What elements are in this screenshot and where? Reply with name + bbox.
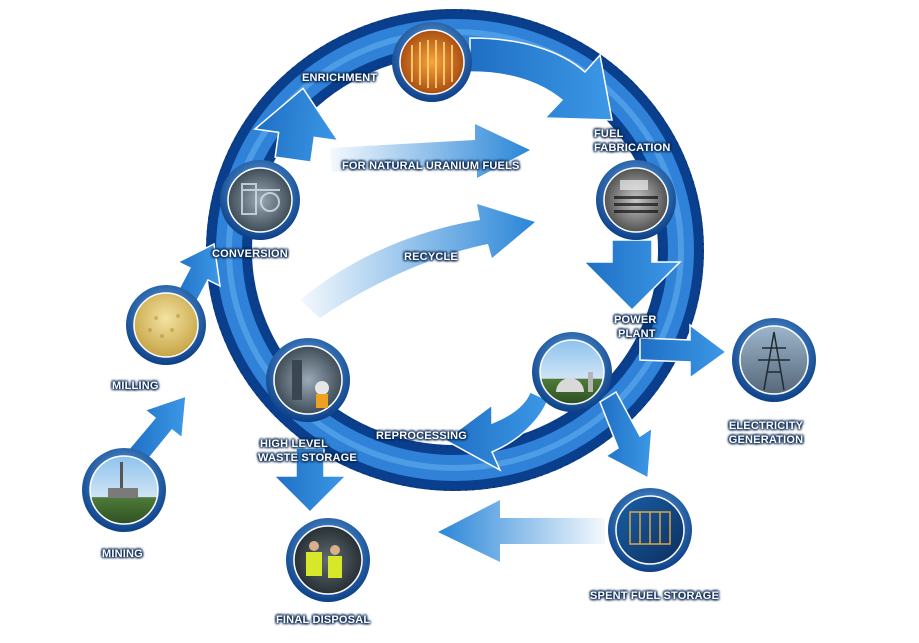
arrow-conversion-to-enrichment [253, 87, 340, 164]
pylon-photo-icon [758, 331, 790, 391]
label-final-disposal: FINAL DISPOSAL [276, 614, 371, 626]
label-natural-uranium: FOR NATURAL URANIUM FUELS [342, 160, 520, 172]
label-fuel-fabrication-1: FUEL [594, 128, 624, 140]
arrow-reprocessing [443, 390, 549, 472]
centrifuge-photo-icon [411, 40, 453, 88]
arrow-plant-to-electricity [639, 323, 728, 380]
arrow-fabrication-to-plant [582, 239, 682, 312]
label-power-plant-2: PLANT [618, 328, 656, 340]
yellowcake-photo-icon [148, 314, 180, 338]
arrow-natural-uranium [330, 124, 530, 178]
label-high-level-1: HIGH LEVEL [260, 438, 329, 450]
mine-site-photo-icon [108, 462, 138, 498]
arrow-waste-to-disposal [272, 447, 348, 514]
node-fuel-fabrication [596, 160, 676, 240]
workers-photo-icon [306, 541, 342, 578]
label-power-plant-1: POWER [614, 314, 657, 326]
label-electricity-1: ELECTRICITY [728, 420, 804, 432]
arrow-spent-to-disposal [438, 500, 605, 562]
label-fuel-fabrication-2: FABRICATION [594, 142, 671, 154]
waste-facility-photo-icon [292, 360, 329, 408]
fuel-assembly-photo-icon [614, 180, 658, 213]
node-final-disposal [286, 518, 370, 602]
label-high-level-2: WASTE STORAGE [258, 452, 357, 464]
label-milling: MILLING [112, 380, 159, 392]
node-mining [82, 448, 166, 532]
label-enrichment: ENRICHMENT [302, 72, 378, 84]
label-recycle: RECYCLE [404, 251, 458, 263]
node-enrichment [392, 22, 472, 102]
node-electricity [732, 318, 816, 402]
label-reprocessing: REPROCESSING [376, 430, 468, 442]
arrow-enrichment-to-fabrication [469, 37, 613, 121]
label-electricity-2: GENERATION [728, 434, 804, 446]
arrow-mining-to-milling [126, 394, 187, 464]
arrow-plant-to-spent-fuel [599, 390, 653, 480]
label-conversion: CONVERSION [212, 248, 288, 260]
reactor-dome-photo-icon [556, 372, 593, 392]
node-conversion [220, 160, 300, 240]
conversion-plant-photo-icon [241, 183, 280, 215]
node-spent-fuel [608, 488, 692, 572]
node-power-plant [532, 332, 612, 412]
node-high-level-waste [266, 338, 350, 422]
arrow-recycle [300, 204, 535, 318]
node-milling [126, 285, 206, 365]
label-mining: MINING [102, 548, 143, 560]
fuel-pool-photo-icon [629, 511, 671, 545]
label-spent-fuel: SPENT FUEL STORAGE [590, 590, 720, 602]
